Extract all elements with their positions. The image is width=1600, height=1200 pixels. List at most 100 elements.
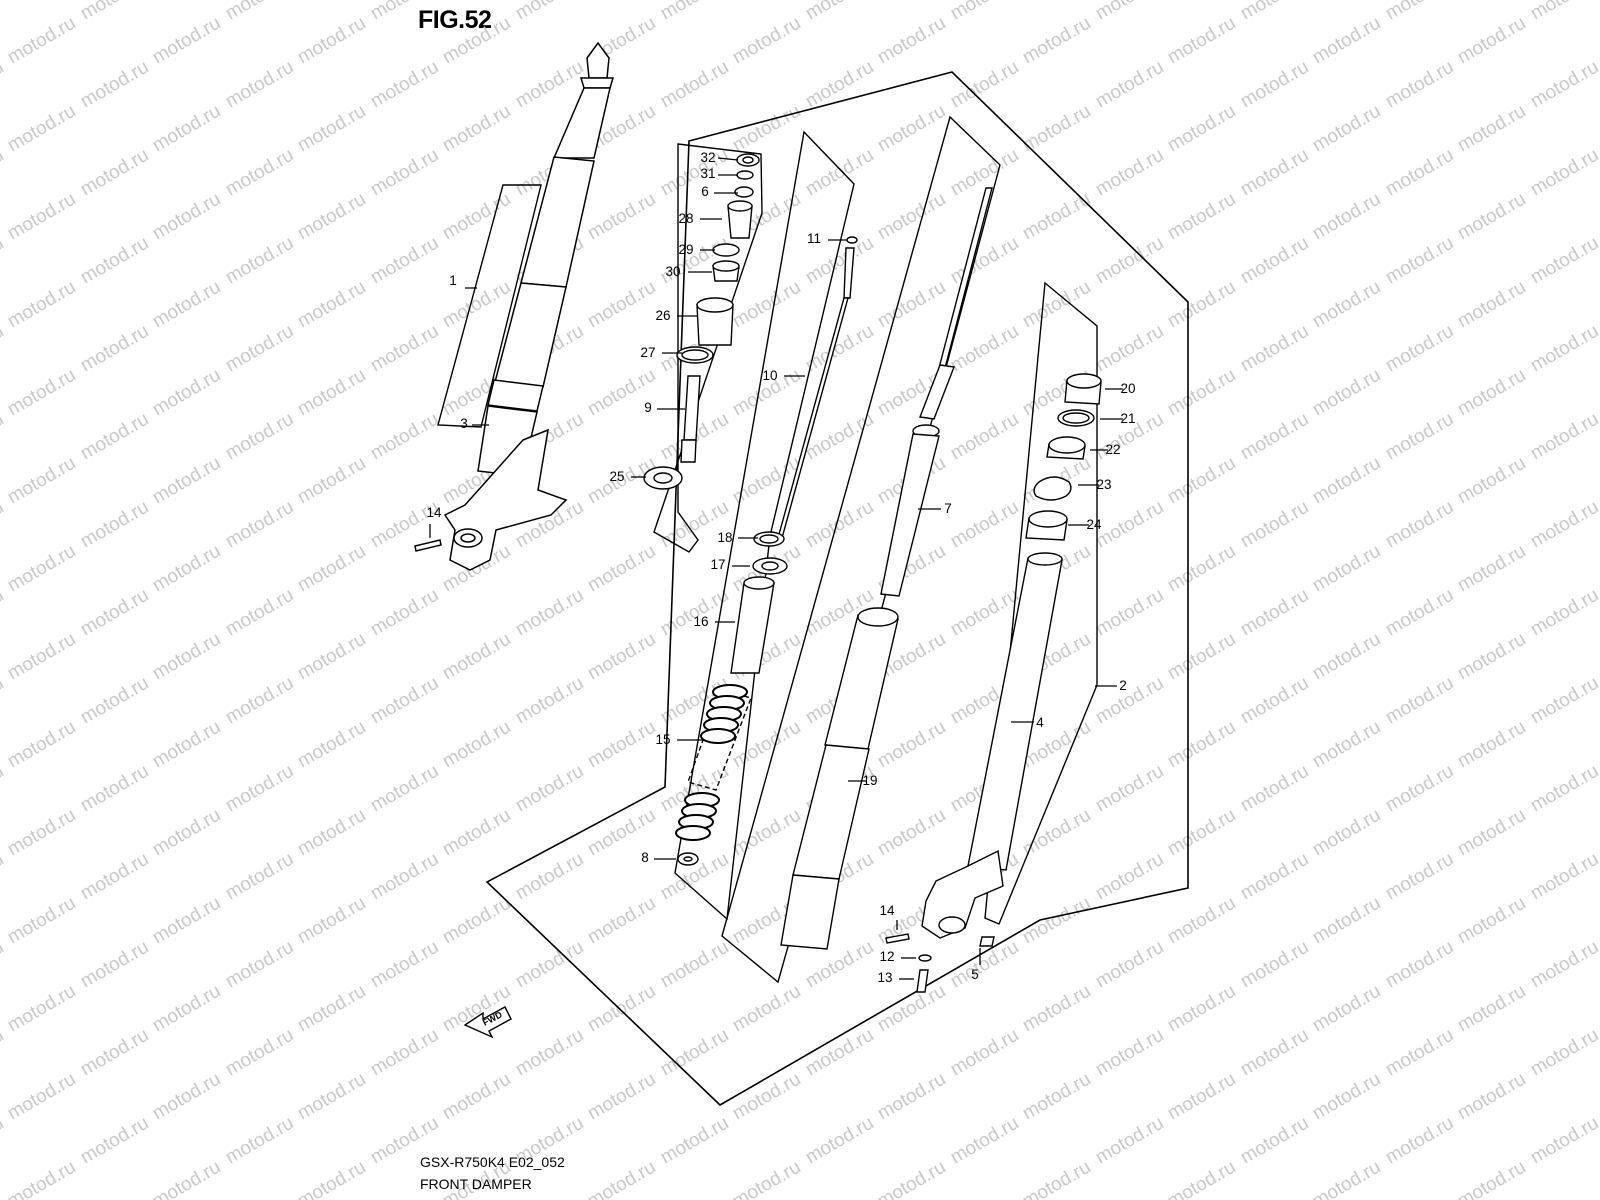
watermark-text: motod.ru	[1454, 805, 1529, 861]
watermark-text: motod.ru	[802, 1113, 877, 1169]
callout-layer: 1314323162829302627925101118171615871920…	[426, 150, 1135, 985]
watermark-text: motod.ru	[4, 1157, 79, 1200]
watermark-text: motod.ru	[1527, 585, 1600, 641]
watermark-text: motod.ru	[0, 1025, 7, 1081]
watermark-text: motod.ru	[0, 0, 7, 24]
watermark-text: motod.ru	[77, 849, 152, 905]
watermark-text: motod.ru	[1382, 673, 1457, 729]
outer-tube-parts	[885, 373, 1102, 993]
callout-number-28: 28	[678, 211, 693, 226]
watermark-text: motod.ru	[1019, 13, 1094, 69]
watermark-text: motod.ru	[1164, 453, 1239, 509]
callout-number-30: 30	[665, 264, 680, 279]
watermark-text: motod.ru	[1092, 761, 1167, 817]
watermark-text: motod.ru	[1309, 365, 1384, 421]
watermark-text: motod.ru	[439, 629, 514, 685]
watermark-text: motod.ru	[1164, 981, 1239, 1037]
watermark-text: motod.ru	[1092, 937, 1167, 993]
watermark-text: motod.ru	[294, 1157, 369, 1200]
watermark-text: motod.ru	[77, 673, 152, 729]
callout-number-27: 27	[640, 345, 655, 360]
watermark-text: motod.ru	[1454, 1157, 1529, 1200]
watermark-text: motod.ru	[1237, 0, 1312, 24]
watermark-text: motod.ru	[367, 849, 442, 905]
watermark-text: motod.ru	[294, 981, 369, 1037]
watermark-text: motod.ru	[1092, 57, 1167, 113]
watermark-text: motod.ru	[584, 981, 659, 1037]
watermark-text: motod.ru	[439, 893, 514, 949]
watermark-text: motod.ru	[874, 717, 949, 773]
watermark-text: motod.ru	[1092, 1025, 1167, 1081]
watermark-text: motod.ru	[367, 673, 442, 729]
watermark-text: motod.ru	[947, 1113, 1022, 1169]
watermark-text: motod.ru	[367, 1025, 442, 1081]
watermark-text: motod.ru	[1527, 673, 1600, 729]
watermark-text: motod.ru	[584, 629, 659, 685]
watermark-text: motod.ru	[512, 1025, 587, 1081]
callout-number-32: 32	[700, 150, 715, 165]
watermark-text: motod.ru	[1092, 321, 1167, 377]
watermark-text: motod.ru	[1309, 893, 1384, 949]
watermark-text: motod.ru	[1019, 1157, 1094, 1200]
watermark-text: motod.ru	[222, 321, 297, 377]
watermark-text: motod.ru	[1382, 1113, 1457, 1169]
watermark-text: motod.ru	[439, 13, 514, 69]
watermark-text: motod.ru	[1237, 1113, 1312, 1169]
watermark-text: motod.ru	[222, 145, 297, 201]
watermark-text: motod.ru	[512, 849, 587, 905]
watermark-text: motod.ru	[874, 1069, 949, 1125]
callout-number-6: 6	[701, 184, 709, 199]
watermark-text: motod.ru	[4, 629, 79, 685]
watermark-text: motod.ru	[0, 1113, 7, 1169]
watermark-text: motod.ru	[4, 717, 79, 773]
watermark-text: motod.ru	[729, 13, 804, 69]
callout-number-17: 17	[710, 557, 725, 572]
group-outline-cap-parts	[653, 143, 763, 553]
watermark-text: motod.ru	[294, 13, 369, 69]
watermark-text: motod.ru	[1237, 57, 1312, 113]
watermark-text: motod.ru	[149, 1157, 224, 1200]
watermark-text: motod.ru	[1019, 893, 1094, 949]
watermark-text: motod.ru	[149, 893, 224, 949]
watermark-text: motod.ru	[149, 365, 224, 421]
watermark-text: motod.ru	[1092, 145, 1167, 201]
watermark-text: motod.ru	[729, 277, 804, 333]
watermark-text: motod.ru	[0, 937, 7, 993]
watermark-text: motod.ru	[1164, 101, 1239, 157]
watermark-text: motod.ru	[874, 13, 949, 69]
watermark-text: motod.ru	[657, 1113, 732, 1169]
watermark-text: motod.ru	[367, 145, 442, 201]
watermark-text: motod.ru	[1382, 233, 1457, 289]
watermark-text: motod.ru	[222, 761, 297, 817]
watermark-text: motod.ru	[802, 57, 877, 113]
callout-number-22: 22	[1105, 442, 1120, 457]
watermark-text: motod.ru	[584, 189, 659, 245]
watermark-text: motod.ru	[149, 1069, 224, 1125]
watermark-text: motod.ru	[947, 497, 1022, 553]
watermark-text: motod.ru	[149, 101, 224, 157]
watermark-text: motod.ru	[1527, 497, 1600, 553]
watermark-text: motod.ru	[947, 1025, 1022, 1081]
watermark-text: motod.ru	[802, 1025, 877, 1081]
callout-number-11: 11	[807, 231, 821, 246]
watermark-text: motod.ru	[149, 277, 224, 333]
watermark-text: motod.ru	[1454, 629, 1529, 685]
watermark-text: motod.ru	[439, 805, 514, 861]
watermark-text: motod.ru	[1019, 277, 1094, 333]
watermark-text: motod.ru	[294, 541, 369, 597]
watermark-text: motod.ru	[77, 321, 152, 377]
watermark-text: motod.ru	[0, 145, 7, 201]
watermark-text: motod.ru	[1309, 629, 1384, 685]
watermark-text: motod.ru	[1237, 321, 1312, 377]
watermark-text: motod.ru	[1237, 145, 1312, 201]
watermark-text: motod.ru	[512, 761, 587, 817]
watermark-text: motod.ru	[1382, 321, 1457, 377]
watermark-text: motod.ru	[1527, 321, 1600, 377]
watermark-text: motod.ru	[584, 893, 659, 949]
watermark-text: motod.ru	[149, 629, 224, 685]
watermark-text: motod.ru	[1092, 497, 1167, 553]
watermark-text: motod.ru	[1237, 937, 1312, 993]
watermark-text: motod.ru	[657, 0, 732, 24]
callout-number-31: 31	[700, 166, 715, 181]
